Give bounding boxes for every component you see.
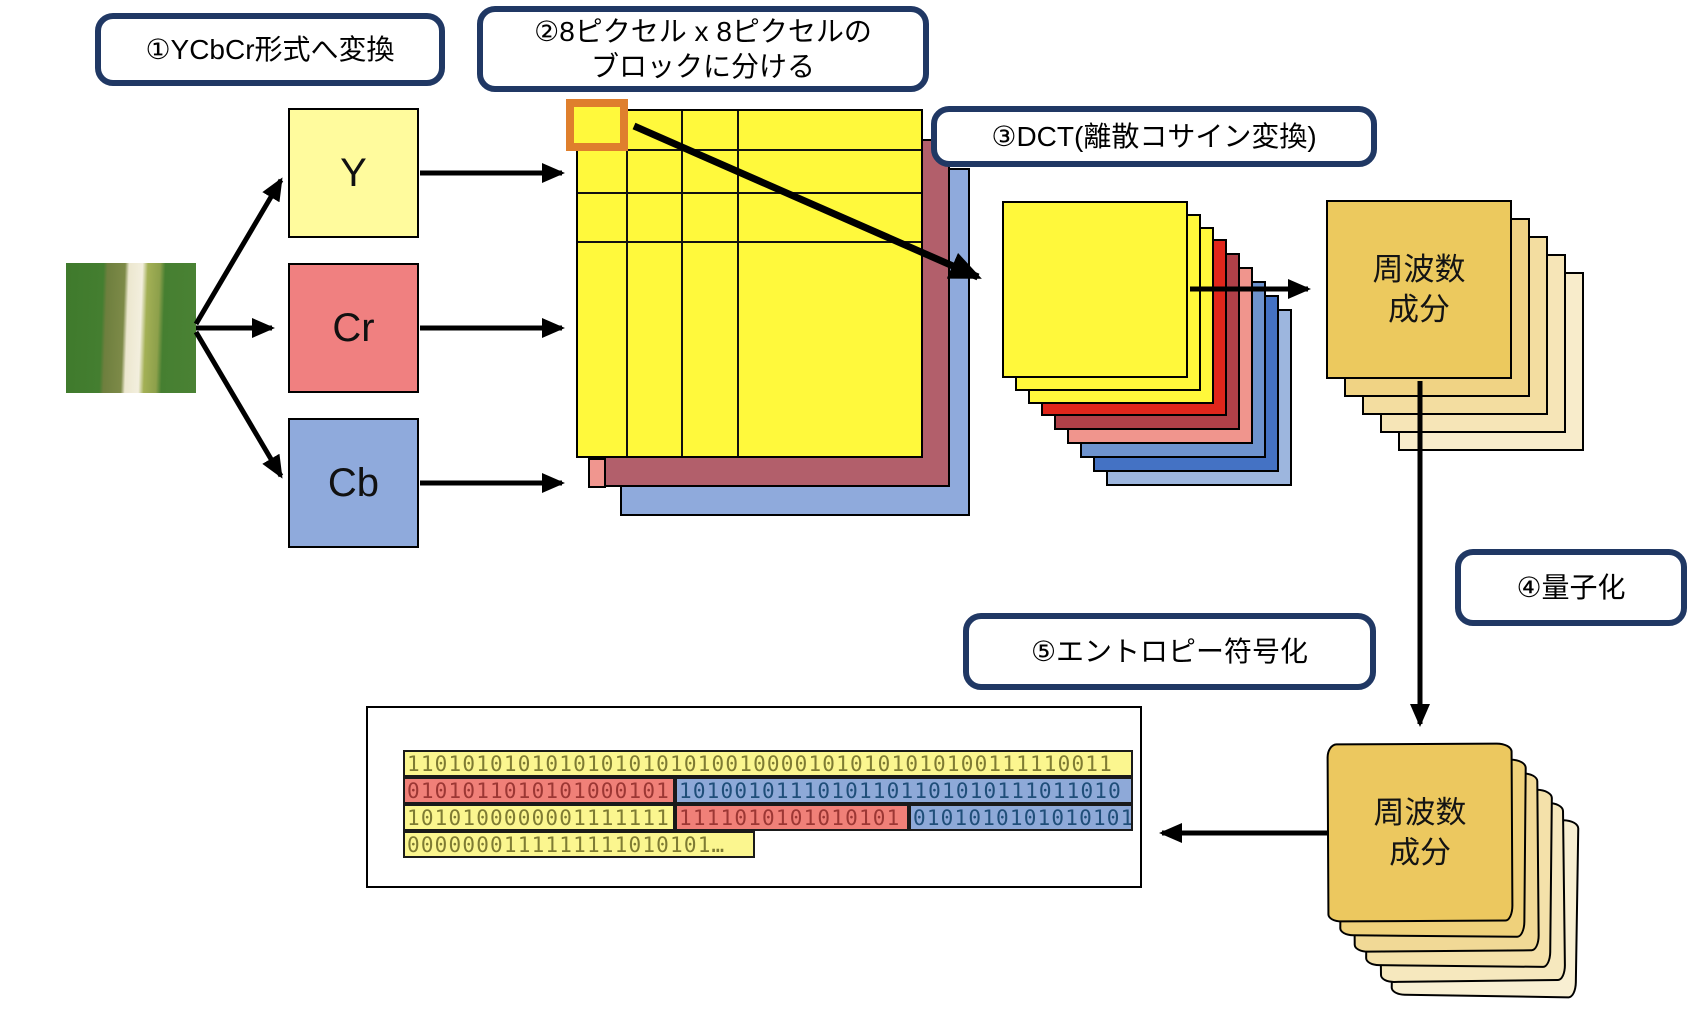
step3-label: ③DCT(離散コサイン変換) xyxy=(931,106,1377,167)
y-channel-label: Y xyxy=(340,150,367,195)
bitstream-segment-y: 1010100000001111111 xyxy=(403,804,675,831)
bitstream-row: 0101011010101000101 10100101110101101101… xyxy=(403,777,1133,804)
bitstream-segment-cb: 0101010101010101 xyxy=(909,804,1133,831)
grid-line xyxy=(681,111,683,456)
bitstream-row: 1101010101010101010101001000010101010101… xyxy=(403,750,1133,777)
step3-text: ③DCT(離散コサイン変換) xyxy=(991,121,1317,152)
bitstream-segment-y: 0000000111111111010101… xyxy=(403,831,755,858)
bitstream-segment-cr: 1111010101010101 xyxy=(675,804,909,831)
step4-text: ④量子化 xyxy=(1516,572,1626,603)
arrow-image-to-y xyxy=(193,177,284,326)
bitstream-row: 0000000111111111010101… xyxy=(403,831,755,858)
cr-channel-box: Cr xyxy=(288,263,419,393)
frequency-components-text: 周波数 成分 xyxy=(1328,202,1510,377)
step1-label: ①YCbCr形式へ変換 xyxy=(95,13,445,86)
y-channel-box: Y xyxy=(288,108,419,238)
bitstream-segment-cb: 10100101110101101101010111011010 xyxy=(675,777,1133,804)
frequency-text-line1: 周波数 xyxy=(1373,794,1467,830)
arrow-image-to-cb xyxy=(193,330,284,479)
grid-line xyxy=(578,149,921,151)
dct-block-y xyxy=(1002,201,1188,378)
frequency-text-line1: 周波数 xyxy=(1372,251,1466,287)
cr-plane-corner-block xyxy=(588,458,606,488)
step2-text-line1: ②8ピクセル x 8ピクセルの xyxy=(534,16,872,47)
grid-line xyxy=(578,241,921,243)
cr-channel-label: Cr xyxy=(332,305,375,350)
quantized-frequency-text: 周波数 成分 xyxy=(1329,745,1512,921)
bitstream-segment-y: 1101010101010101010101001000010101010101… xyxy=(403,750,1133,777)
grid-line xyxy=(626,111,628,456)
bitstream-segment-cr: 0101011010101000101 xyxy=(403,777,675,804)
frequency-text-line2: 成分 xyxy=(1388,291,1450,327)
cb-channel-label: Cb xyxy=(327,460,380,505)
highlighted-8x8-block xyxy=(566,99,628,151)
frequency-text-line2: 成分 xyxy=(1389,834,1452,870)
quantized-frequency-components-box: 周波数 成分 xyxy=(1326,742,1514,923)
step2-text-line2: ブロックに分ける xyxy=(590,51,815,82)
step4-label: ④量子化 xyxy=(1455,549,1687,626)
grid-line xyxy=(737,111,739,456)
grid-line xyxy=(578,192,921,194)
step5-text: ⑤エントロピー符号化 xyxy=(1030,636,1309,667)
cb-channel-box: Cb xyxy=(288,418,419,548)
step5-label: ⑤エントロピー符号化 xyxy=(963,613,1376,690)
step2-label: ②8ピクセル x 8ピクセルの ブロックに分ける xyxy=(477,6,929,92)
frequency-components-box: 周波数 成分 xyxy=(1326,200,1512,379)
step1-text: ①YCbCr形式へ変換 xyxy=(145,34,395,65)
y-plane-grid xyxy=(576,109,923,458)
bitstream-row: 1010100000001111111 1111010101010101 010… xyxy=(403,804,1133,831)
source-image-thumbnail xyxy=(66,263,196,393)
